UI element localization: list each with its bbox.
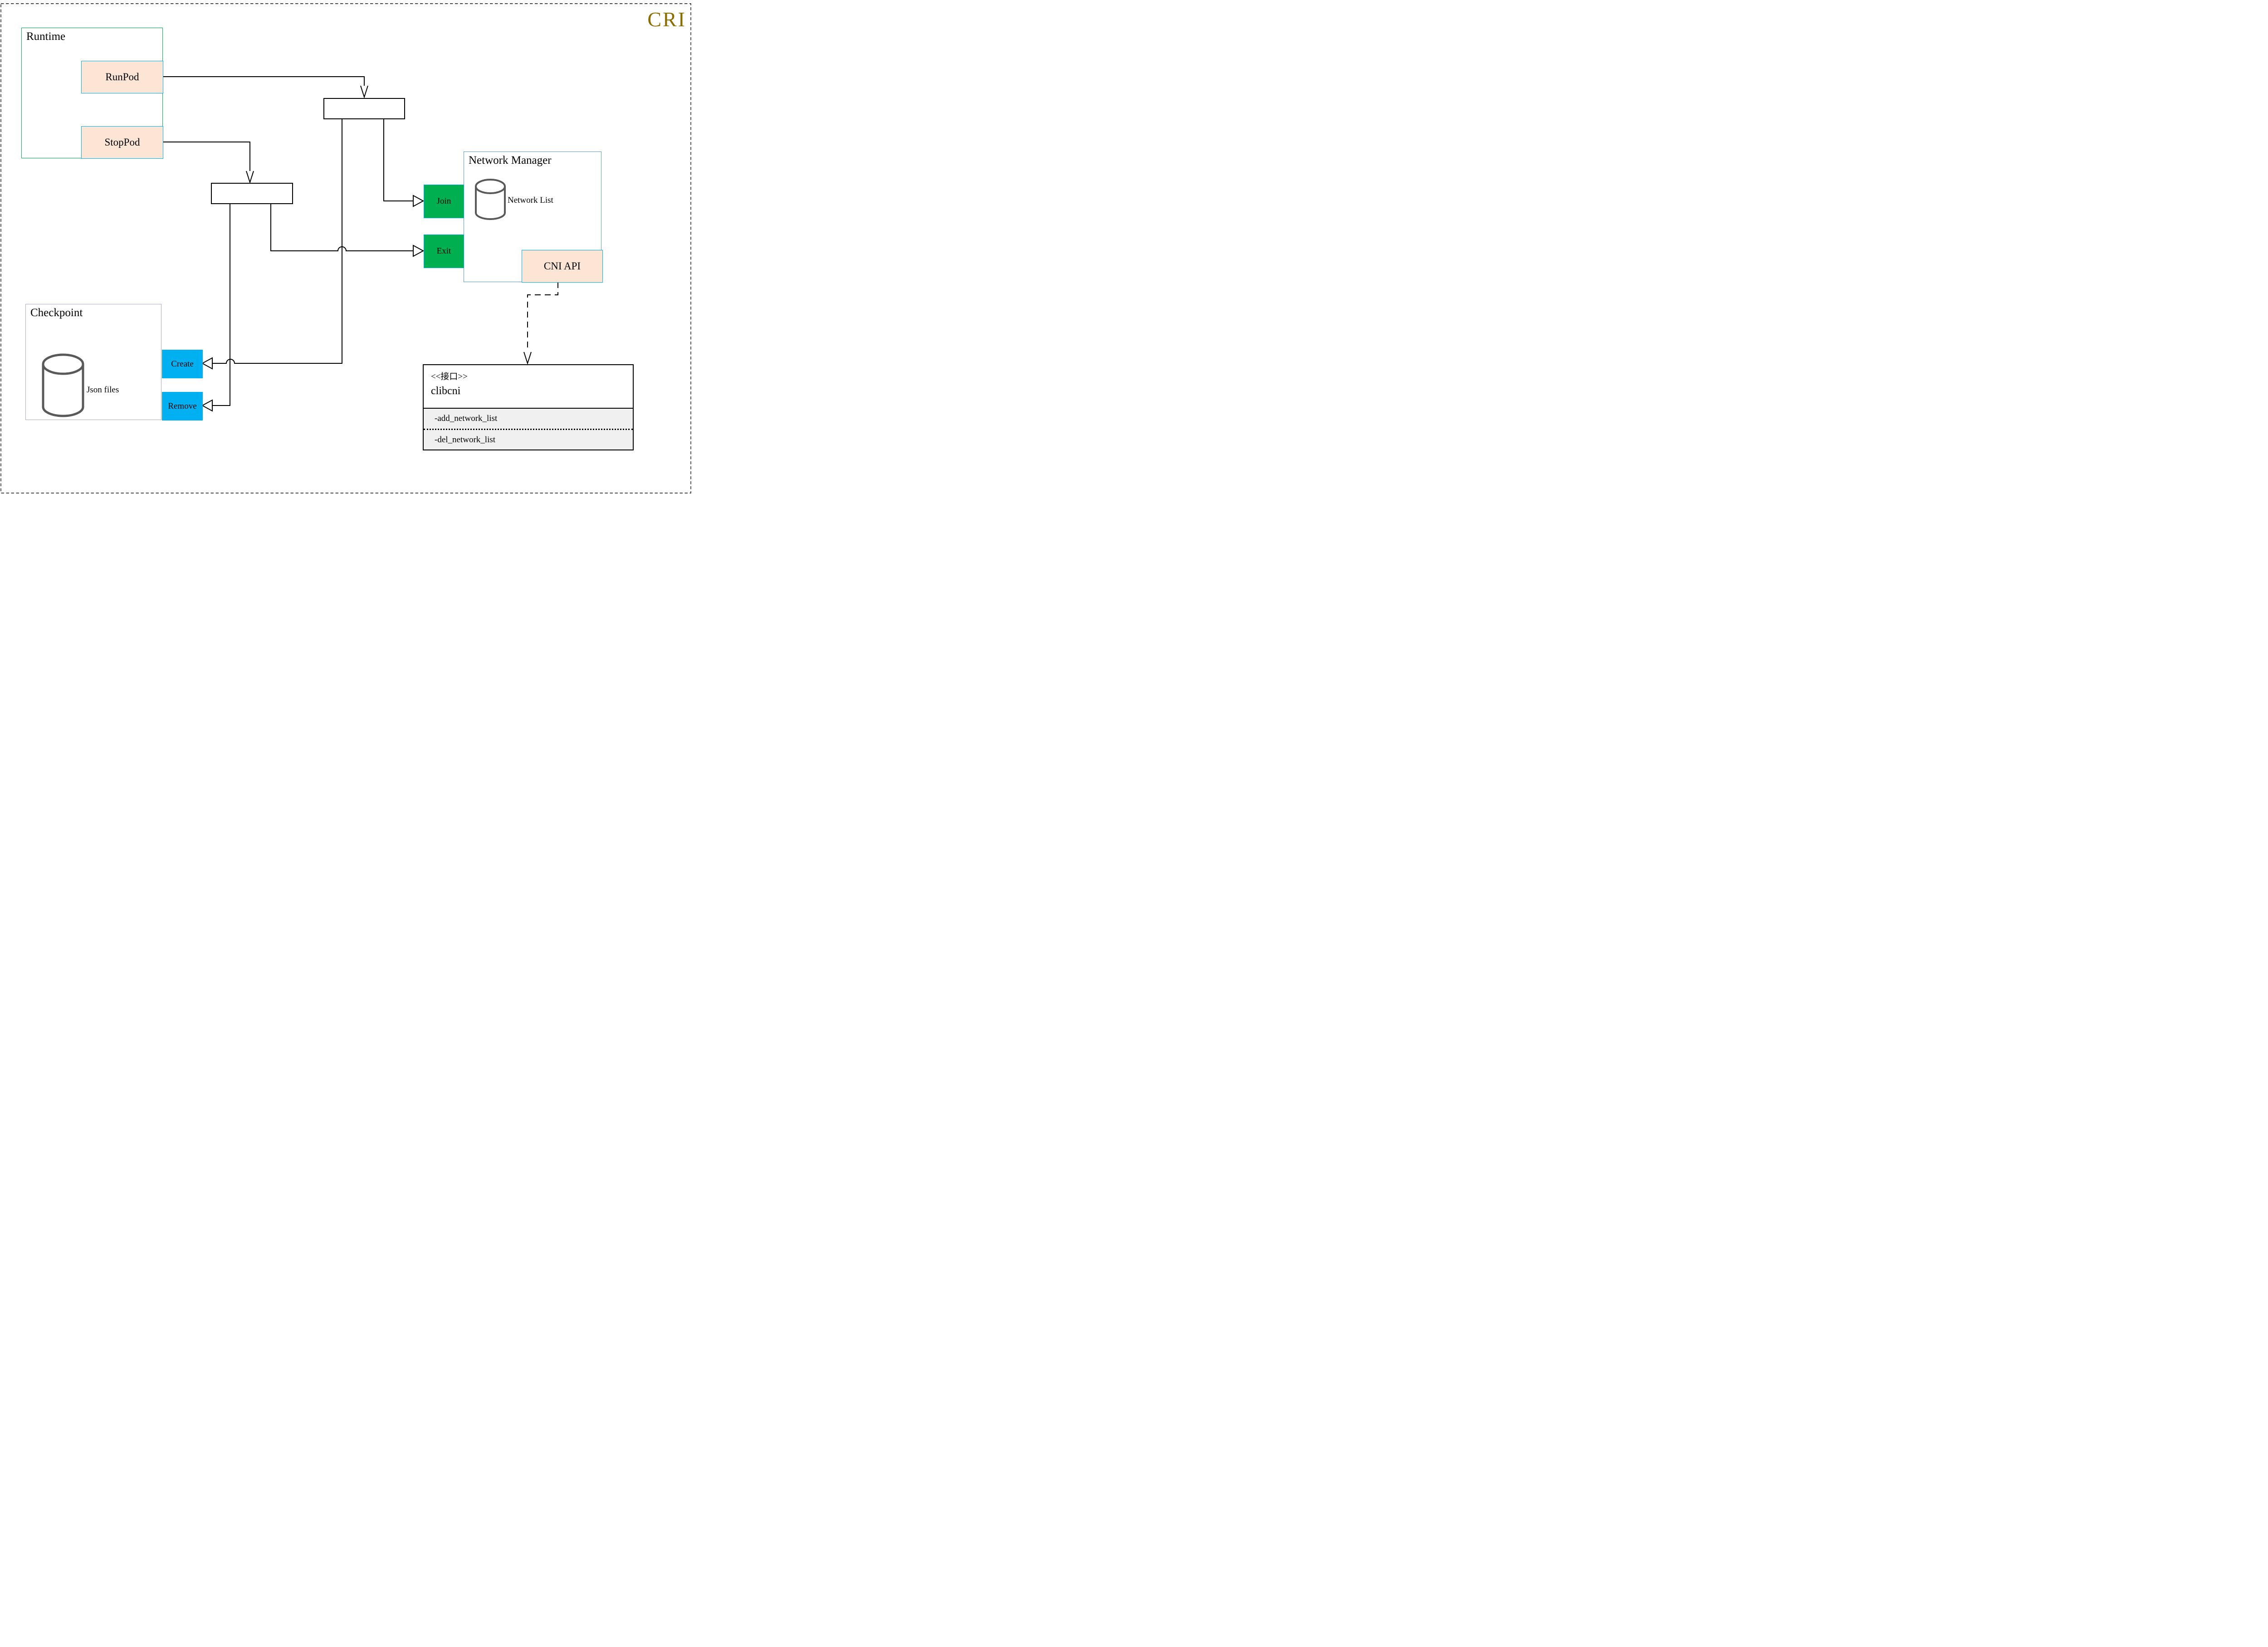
interface-name: clibcni <box>431 385 461 397</box>
remove-port: Remove <box>162 392 203 420</box>
junction-to-join-line <box>383 119 413 201</box>
runtime-container: Runtime RunPod StopPod <box>21 28 163 159</box>
open-vee-arrowhead <box>523 352 532 365</box>
stoppod-node: StopPod <box>81 126 163 159</box>
cniapi-to-clibcni-dashed-line <box>527 282 558 351</box>
json-files-label: Json files <box>87 385 119 395</box>
network-manager-title: Network Manager <box>469 154 552 166</box>
checkpoint-container: Checkpoint Json files Create Remove <box>25 304 203 421</box>
connector-layer <box>0 3 691 494</box>
runtime-title: Runtime <box>26 30 66 43</box>
interface-stereotype: <<接口>> <box>431 372 468 381</box>
diagram-title: CRI <box>647 8 686 31</box>
hollow-triangle-arrowhead <box>413 244 425 257</box>
runpod-node: RunPod <box>81 61 163 93</box>
page-dashed-border <box>0 3 691 494</box>
hollow-triangle-arrowhead <box>201 399 213 412</box>
open-vee-arrowhead <box>246 171 254 184</box>
exit-port: Exit <box>424 235 464 268</box>
runpod-to-junction-line <box>163 76 365 86</box>
clibcni-interface-box: <<接口>> clibcni -add_network_list -del_ne… <box>423 364 634 450</box>
junction-to-remove-line <box>212 204 230 406</box>
clibcni-header: <<接口>> clibcni <box>424 365 633 409</box>
checkpoint-title: Checkpoint <box>30 307 83 319</box>
method-divider <box>424 429 633 430</box>
database-icon <box>41 352 85 421</box>
junction-box-runpod <box>323 98 405 119</box>
hollow-triangle-arrowhead <box>201 357 213 370</box>
clibcni-methods: -add_network_list -del_network_list <box>424 409 633 450</box>
method-add-network-list: -add_network_list <box>435 414 498 423</box>
junction-to-create-line <box>212 119 342 364</box>
stoppod-to-junction-line <box>163 142 250 171</box>
junction-box-stoppod <box>211 183 293 204</box>
create-port: Create <box>162 350 203 378</box>
hollow-triangle-arrowhead <box>413 195 425 207</box>
database-icon <box>474 177 507 223</box>
join-port: Join <box>424 185 464 218</box>
open-vee-arrowhead <box>360 85 368 99</box>
cni-api-node: CNI API <box>522 250 603 283</box>
network-list-label: Network List <box>508 195 553 205</box>
diagram-canvas: CRI Runtime RunPod StopPod Network Manag… <box>0 0 703 494</box>
network-manager-container: Network Manager Network List Join Exit C… <box>424 152 603 283</box>
junction-to-exit-line <box>270 204 413 251</box>
method-del-network-list: -del_network_list <box>435 435 496 445</box>
